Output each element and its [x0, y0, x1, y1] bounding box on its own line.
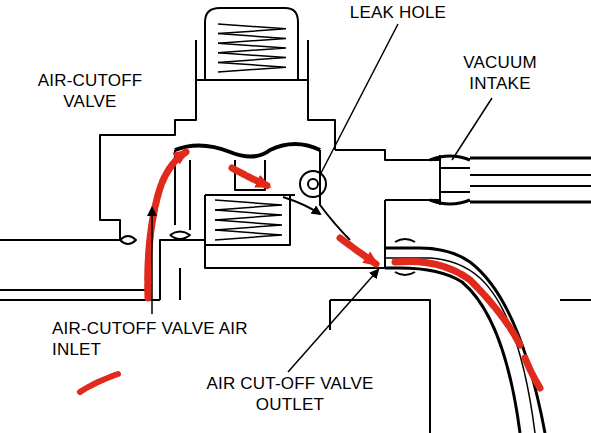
valve-label: AIR-CUTOFF VALVE [20, 70, 160, 112]
spring-coil [218, 24, 286, 34]
spring-coil [218, 43, 286, 53]
air-inlet-label: AIR-CUTOFF VALVE AIR INLET [52, 318, 257, 360]
spring-coil [218, 34, 286, 44]
spring-coil [218, 53, 286, 63]
vacuum-intake-label: VACUUM INTAKE [450, 52, 550, 94]
outlet-label: AIR CUT-OFF VALVE OUTLET [190, 373, 390, 415]
spring-coil [215, 200, 282, 210]
spring-coil [215, 230, 282, 240]
leak-hole-label: LEAK HOLE [338, 2, 458, 23]
spring-coil [215, 210, 282, 220]
spring-coil [218, 62, 286, 72]
spring-coil [215, 220, 282, 230]
